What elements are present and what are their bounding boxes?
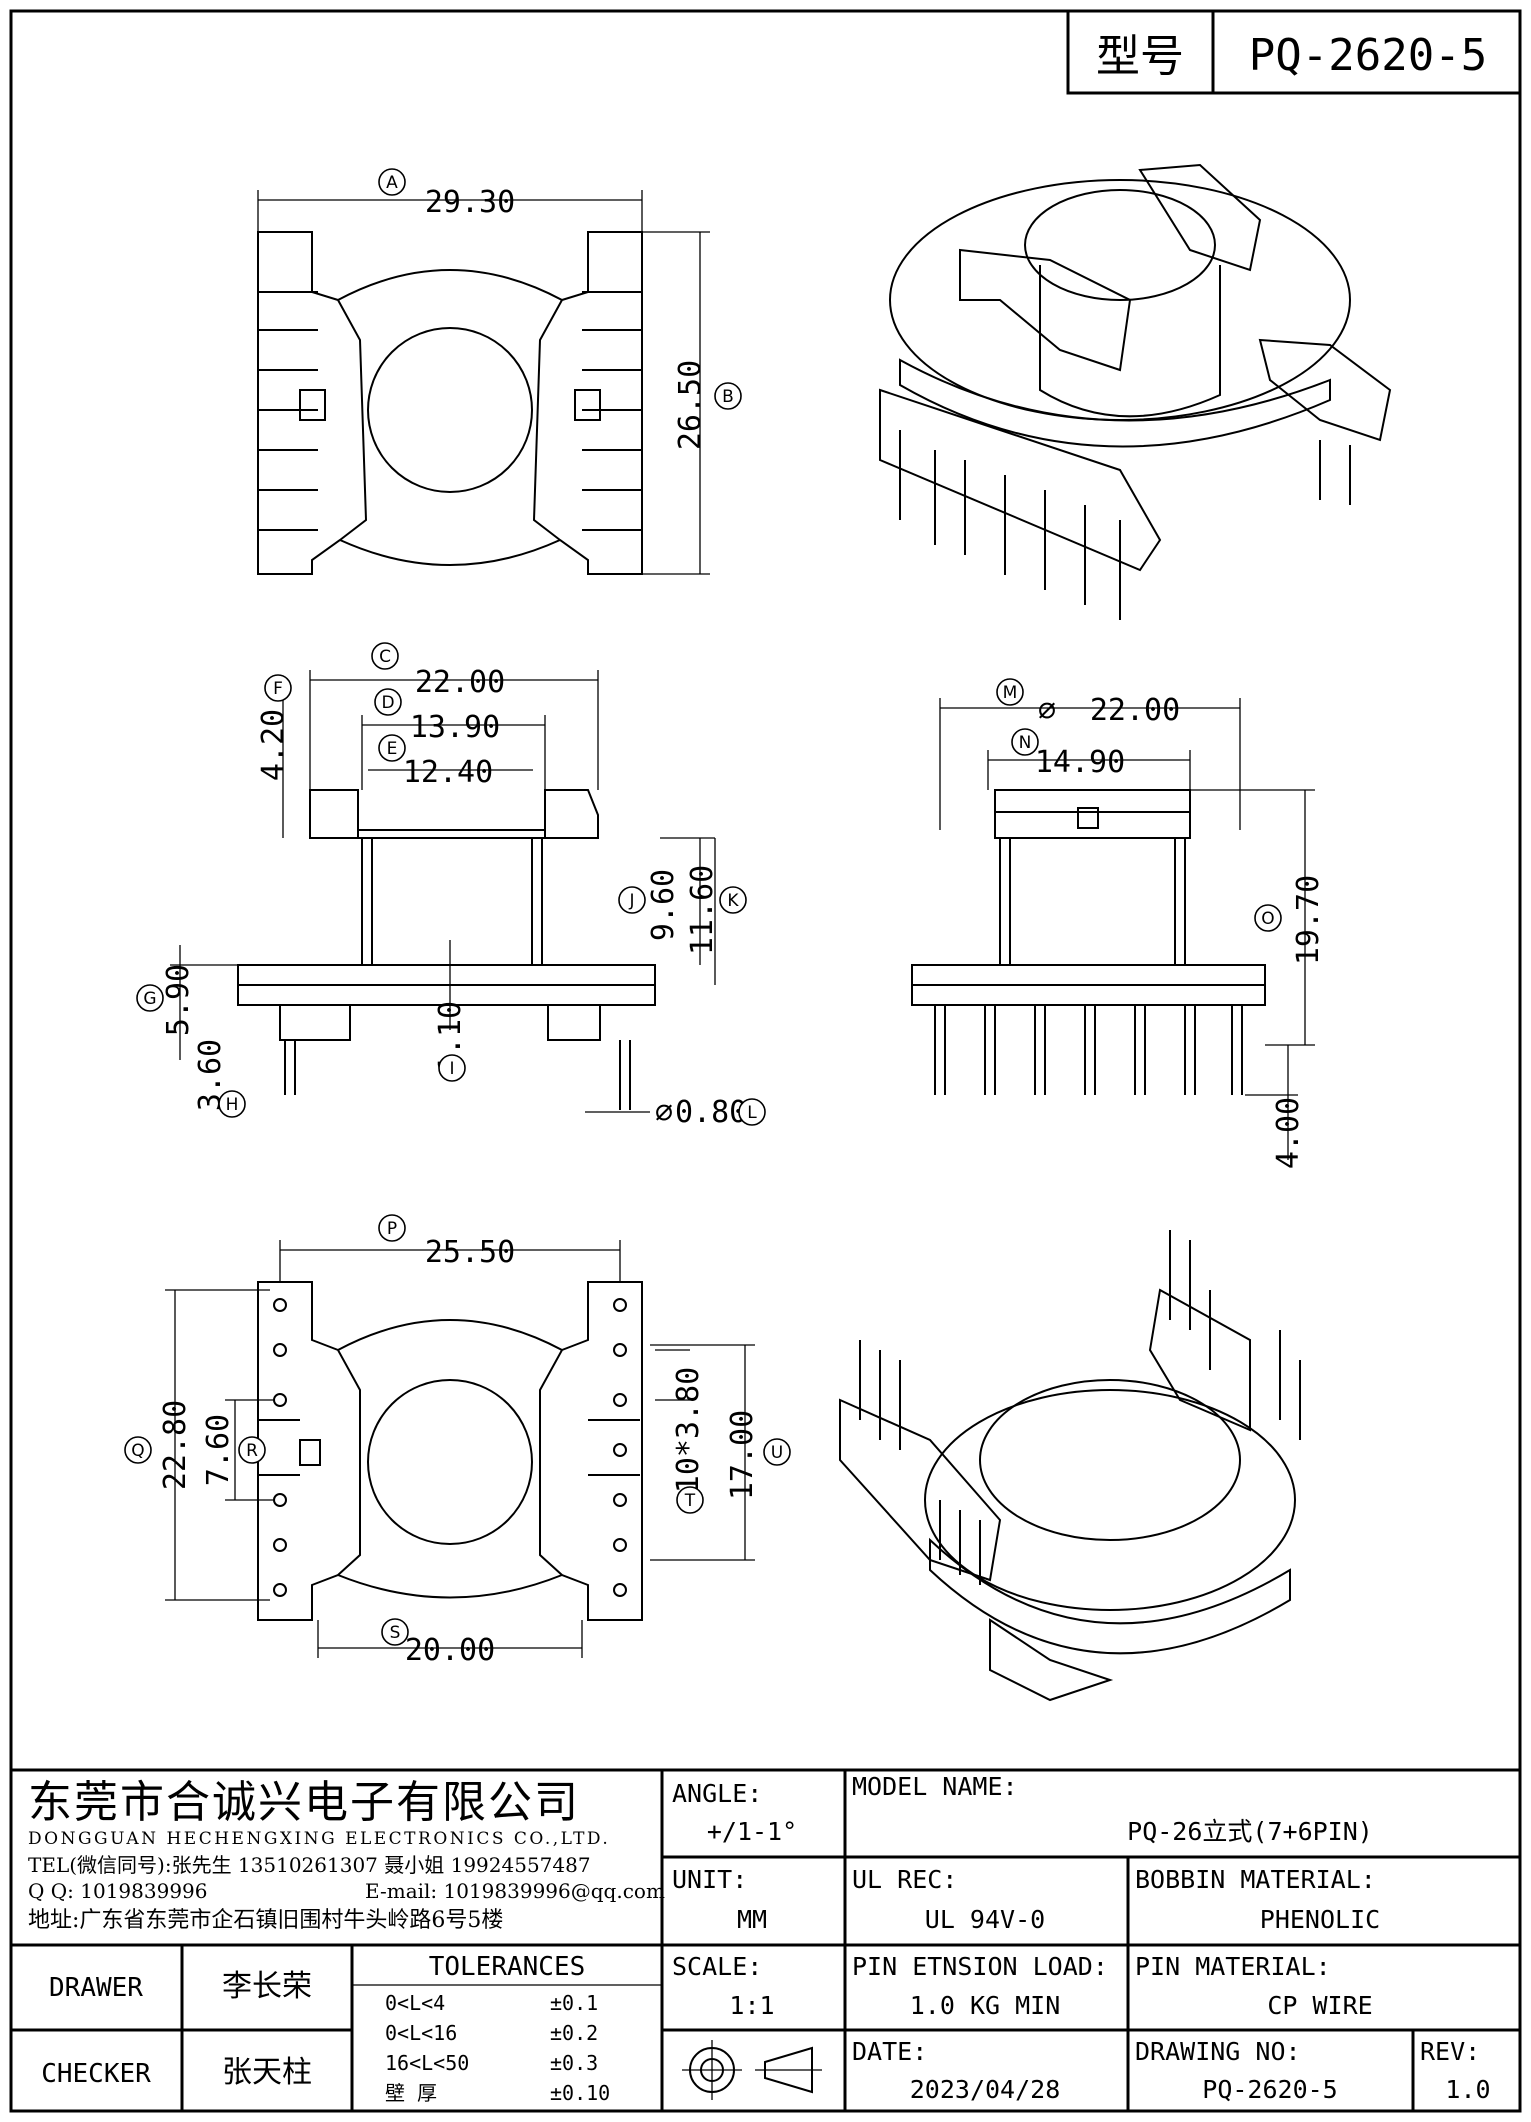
dim-u: 17.00 [725,1410,760,1500]
svg-text:C: C [379,647,391,667]
dim-e: 12.40 [403,755,493,790]
dim-l-symbol: ⌀ [655,1095,673,1130]
company-address: 地址:广东省东莞市企石镇旧围村牛头岭路6号5楼 [28,1908,503,1933]
svg-text:D: D [381,693,394,713]
bobbin-value: PHENOLIC [1260,1905,1380,1934]
dim-s: 20.00 [405,1633,495,1668]
svg-text:M: M [1003,683,1018,703]
dim-o: 19.70 [1291,875,1326,965]
tolerances-title: TOLERANCES [429,1952,586,1982]
title-block: 东莞市合诚兴电子有限公司 DONGGUAN HECHENGXING ELECTR… [11,1768,1520,2111]
company-email: E-mail: 1019839996@qq.com [365,1879,665,1903]
svg-text:O: O [1261,909,1274,929]
svg-text:F: F [273,679,283,699]
pin-load-label: PIN ETNSION LOAD: [852,1952,1108,1981]
dim-g: 5.90 [161,964,196,1036]
dim-k: 11.60 [685,865,720,955]
tol-range-4: 壁 厚 [385,2081,437,2105]
svg-text:S: S [390,1623,401,1643]
svg-text:P: P [387,1219,397,1239]
svg-text:N: N [1019,733,1032,753]
dim-a: 29.30 [425,185,515,220]
dim-n: 14.90 [1035,745,1125,780]
date-label: DATE: [852,2037,927,2066]
drawer-value: 李长荣 [222,1969,312,2004]
svg-text:B: B [722,387,734,407]
company-name-cn: 东莞市合诚兴电子有限公司 [28,1777,580,1828]
rev-label: REV: [1420,2037,1480,2066]
svg-text:H: H [226,1095,239,1115]
svg-text:E: E [387,739,398,759]
company-tel: TEL(微信同号):张先生 13510261307 聂小姐 1992455748… [28,1853,591,1877]
dim-t: 10*3.80 [671,1367,706,1493]
tol-value-3: ±0.3 [550,2051,598,2075]
pin-material-label: PIN MATERIAL: [1135,1952,1331,1981]
pin-material-value: CP WIRE [1267,1991,1372,2020]
dim-b: 26.50 [673,360,708,450]
dim-r: 7.60 [201,1414,236,1486]
rev-value: 1.0 [1445,2075,1490,2104]
unit-value: MM [737,1905,767,1934]
iso-view-bottom [839,1230,1301,1702]
model-name-value: PQ-26立式(7+6PIN) [1127,1817,1373,1846]
tol-range-2: 0<L<16 [385,2021,457,2045]
drawing-no-label: DRAWING NO: [1135,2037,1301,2066]
bottom-view: P 25.50 22.80 Q 7.60 R S 20.00 [124,1214,791,1668]
dim-q: 22.80 [158,1400,193,1490]
svg-text:L: L [747,1103,757,1123]
company-name-en: DONGGUAN HECHENGXING ELECTRONICS CO.,LTD… [28,1829,610,1849]
svg-text:J: J [628,891,634,911]
scale-label: SCALE: [672,1952,762,1981]
company-qq: Q Q: 1019839996 [28,1879,208,1903]
dim-f: 4.20 [256,709,291,781]
model-value: PQ-2620-5 [1249,30,1487,81]
iso-view-top [879,163,1392,620]
front-view: C 22.00 D 13.90 E 12.40 4.20 F 9.60 11. [136,642,766,1130]
svg-text:Q: Q [131,1441,144,1461]
top-view: A 29.30 26.50 B [257,168,742,575]
side-view: M ⌀ 22.00 N 14.90 19.70 O 4.00 [911,678,1326,1169]
scale-value: 1:1 [729,1991,774,2020]
checker-value: 张天柱 [222,2055,312,2090]
dim-p: 25.50 [425,1235,515,1270]
drawer-label: DRAWER [49,1973,143,2003]
bobbin-label: BOBBIN MATERIAL: [1135,1865,1376,1894]
angle-value: +/1-1° [707,1817,797,1846]
svg-text:A: A [386,173,398,193]
dim-c: 22.00 [415,665,505,700]
svg-text:R: R [246,1441,258,1461]
tol-value-1: ±0.1 [550,1991,598,2015]
dim-d: 13.90 [410,710,500,745]
svg-text:I: I [449,1059,454,1079]
ul-value: UL 94V-0 [925,1905,1045,1934]
tol-value-2: ±0.2 [550,2021,598,2045]
unit-label: UNIT: [672,1865,747,1894]
dim-m-symbol: ⌀ [1038,693,1056,728]
svg-text:T: T [684,1491,696,1511]
projection-symbol-icon [682,2040,822,2100]
date-value: 2023/04/28 [910,2075,1061,2104]
tol-range-3: 16<L<50 [385,2051,469,2075]
tol-range-1: 0<L<4 [385,1991,445,2015]
angle-label: ANGLE: [672,1779,762,1808]
dim-l: 0.80 [675,1095,747,1130]
checker-label: CHECKER [41,2059,151,2089]
model-name-label: MODEL NAME: [852,1772,1018,1801]
dim-j: 9.60 [646,869,681,941]
drawing-no-value: PQ-2620-5 [1202,2075,1337,2104]
model-header: 型号 PQ-2620-5 [1066,9,1522,95]
dim-pin-len: 4.00 [1271,1097,1306,1169]
model-label: 型号 [1096,31,1184,82]
tol-value-4: ±0.10 [550,2081,610,2105]
ul-label: UL REC: [852,1865,957,1894]
svg-text:K: K [727,891,739,911]
svg-text:U: U [771,1443,783,1463]
svg-text:G: G [143,989,156,1009]
pin-load-value: 1.0 KG MIN [910,1991,1061,2020]
dim-m: 22.00 [1090,693,1180,728]
sheet-border [9,9,1522,2113]
